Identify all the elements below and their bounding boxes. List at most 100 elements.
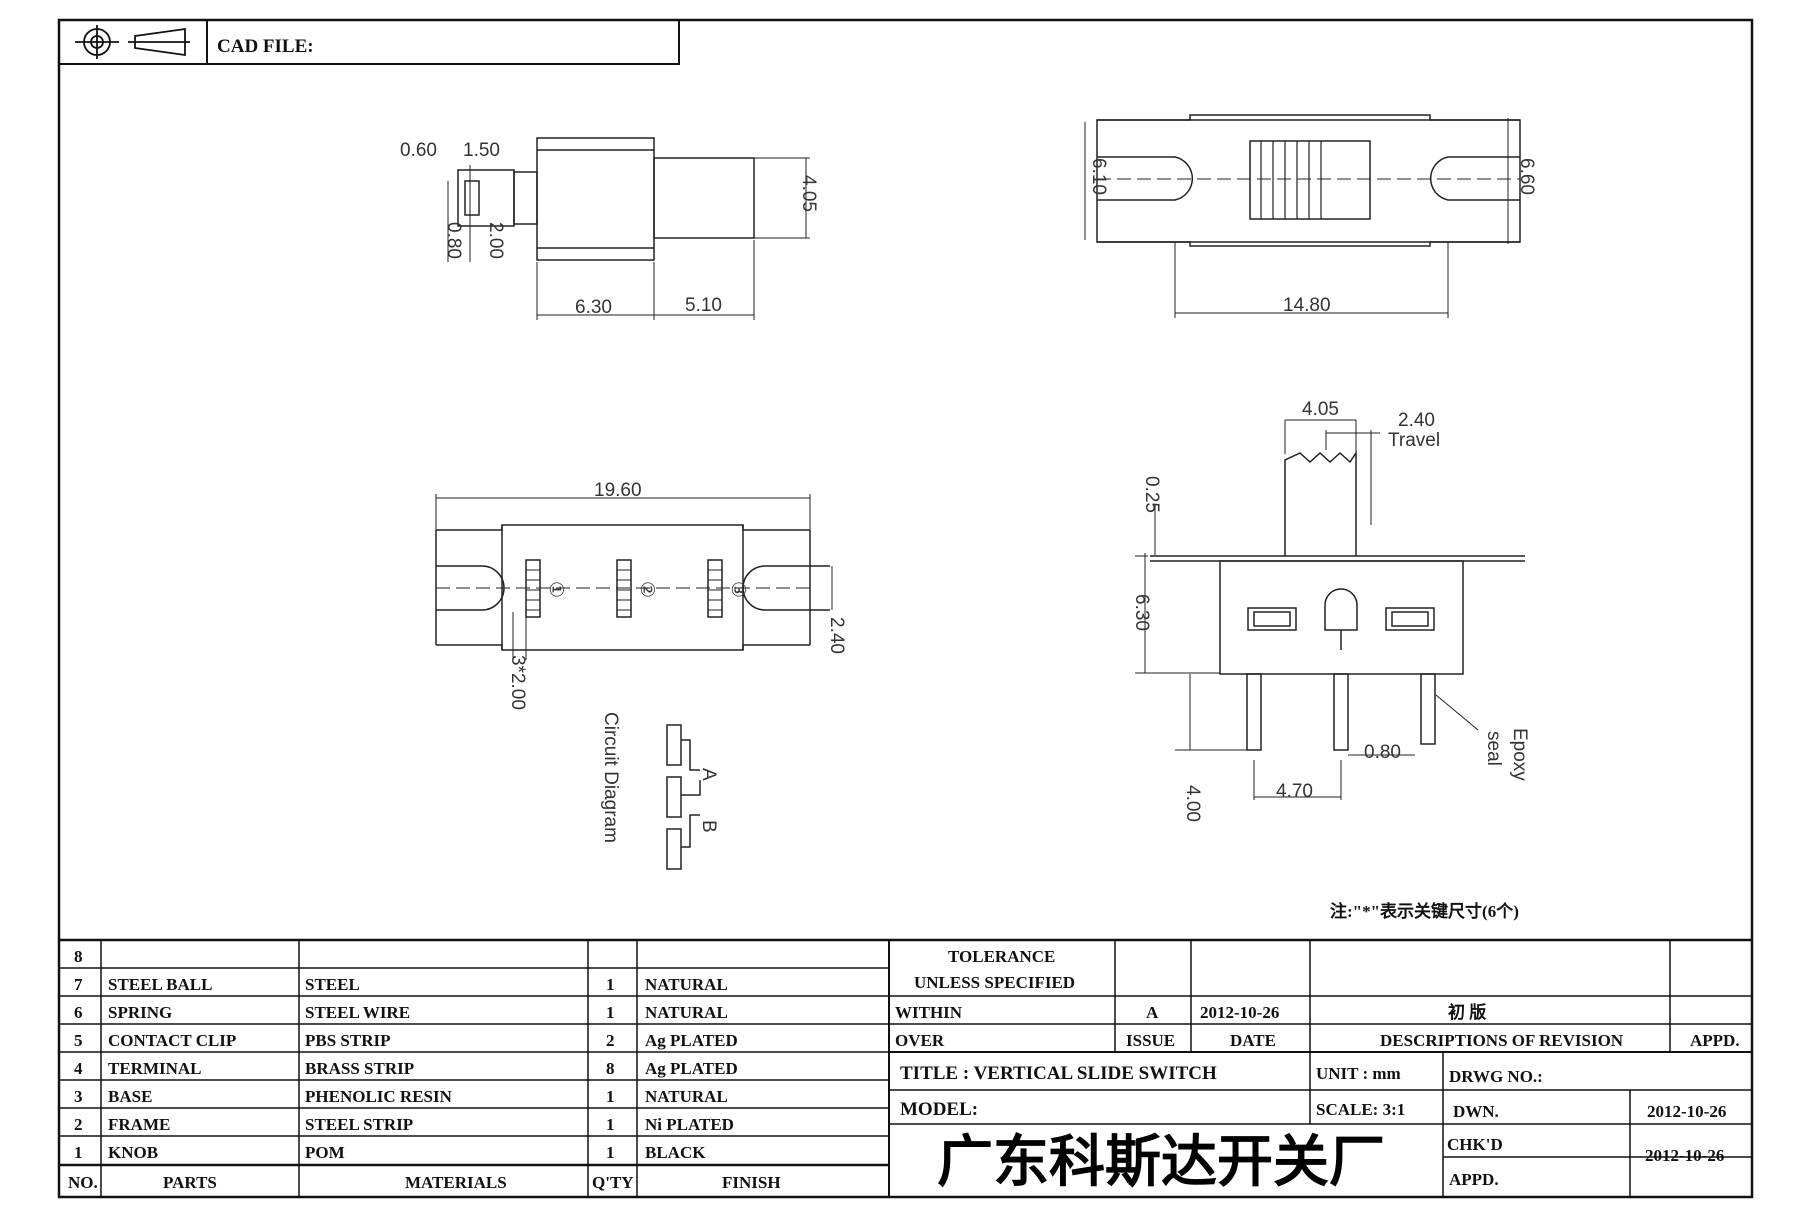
bom-qty: 1 bbox=[606, 1087, 615, 1106]
checked-date: 2012-10-26 bbox=[1645, 1146, 1724, 1165]
side-view bbox=[447, 137, 810, 320]
front-view bbox=[1135, 419, 1525, 800]
bom-no: 4 bbox=[74, 1059, 83, 1078]
dim-5-10: 5.10 bbox=[685, 295, 722, 316]
dim-6-60: 6.60 bbox=[1516, 158, 1537, 195]
bom-header-qty: Q'TY bbox=[592, 1173, 634, 1192]
front-dim-4-05: 4.05 bbox=[1302, 399, 1339, 420]
bom-no: 7 bbox=[74, 975, 83, 994]
pin-2-label: ② bbox=[636, 581, 657, 598]
revision-description-label: DESCRIPTIONS OF REVISION bbox=[1380, 1031, 1624, 1050]
bom-header-row: NO. PARTS MATERIALS Q'TY FINISH bbox=[68, 1173, 781, 1192]
dim-14-80: 14.80 bbox=[1283, 295, 1331, 316]
bom-row: 2 FRAME STEEL STRIP 1 Ni PLATED bbox=[74, 1115, 734, 1134]
front-dim-0-25: 0.25 bbox=[1141, 476, 1162, 513]
bom-material: PBS STRIP bbox=[305, 1031, 391, 1050]
bom-finish: BLACK bbox=[645, 1143, 706, 1162]
bom-finish: NATURAL bbox=[645, 1087, 728, 1106]
dim-1-50: 1.50 bbox=[463, 140, 500, 161]
date-label: DATE bbox=[1230, 1031, 1276, 1050]
front-dim-4-70: 4.70 bbox=[1276, 781, 1313, 802]
cad-file-label: CAD FILE: bbox=[217, 36, 314, 57]
bom-part: STEEL BALL bbox=[108, 975, 212, 994]
travel-label: Travel bbox=[1388, 430, 1440, 451]
projection-symbol-icon bbox=[75, 25, 190, 59]
bom-qty: 8 bbox=[606, 1059, 615, 1078]
bom-table bbox=[59, 938, 1752, 1197]
bom-finish: Ag PLATED bbox=[645, 1059, 738, 1078]
revision-description-value: 初 版 bbox=[1448, 1002, 1486, 1022]
bom-part: KNOB bbox=[108, 1143, 158, 1162]
circuit-label-a: A bbox=[698, 768, 719, 781]
title-block-grid bbox=[889, 940, 1752, 1197]
approved-by-label: APPD. bbox=[1449, 1170, 1499, 1189]
front-dim-4-00: 4.00 bbox=[1182, 785, 1203, 822]
bom-material: STEEL STRIP bbox=[305, 1115, 413, 1134]
checked-by-label: CHK'D bbox=[1447, 1135, 1503, 1154]
bom-no: 8 bbox=[74, 947, 83, 966]
bom-qty: 1 bbox=[606, 975, 615, 994]
bom-rows: 8 7 STEEL BALL STEEL 1 NATURAL 6 SPRING … bbox=[68, 947, 781, 1192]
bom-row: 4 TERMINAL BRASS STRIP 8 Ag PLATED bbox=[74, 1059, 738, 1078]
bom-material: BRASS STRIP bbox=[305, 1059, 414, 1078]
seal-label: seal bbox=[1483, 731, 1504, 766]
bom-no: 6 bbox=[74, 1003, 83, 1022]
circuit-label-b: B bbox=[698, 820, 719, 833]
dim-19-60: 19.60 bbox=[594, 480, 642, 501]
bom-header-materials: MATERIALS bbox=[405, 1173, 507, 1192]
circuit-diagram-title: Circuit Diagram bbox=[600, 712, 621, 843]
bom-no: 1 bbox=[74, 1143, 83, 1162]
bom-part: CONTACT CLIP bbox=[108, 1031, 236, 1050]
bottom-view bbox=[435, 494, 833, 660]
bom-row: 6 SPRING STEEL WIRE 1 NATURAL bbox=[74, 1003, 728, 1022]
bom-row: 1 KNOB POM 1 BLACK bbox=[74, 1143, 706, 1162]
bom-header-finish: FINISH bbox=[722, 1173, 781, 1192]
over-label: OVER bbox=[895, 1031, 945, 1050]
sheet-border bbox=[57, 18, 1754, 1199]
cad-file-header: CAD FILE: bbox=[58, 19, 680, 65]
bom-material: STEEL WIRE bbox=[305, 1003, 410, 1022]
bom-qty: 2 bbox=[606, 1031, 615, 1050]
bom-header-no: NO. bbox=[68, 1173, 98, 1192]
bom-row: 8 bbox=[74, 947, 83, 966]
pin-1-label: ① bbox=[545, 581, 566, 598]
revision-date-value: 2012-10-26 bbox=[1200, 1003, 1279, 1022]
top-view bbox=[1084, 114, 1521, 318]
model-label: MODEL: bbox=[900, 1099, 978, 1120]
within-label: WITHIN bbox=[895, 1003, 963, 1022]
front-dim-2-40: 2.40 bbox=[1398, 410, 1435, 431]
bom-no: 2 bbox=[74, 1115, 83, 1134]
issue-label: ISSUE bbox=[1126, 1031, 1175, 1050]
bom-qty: 1 bbox=[606, 1143, 615, 1162]
drawn-by-label: DWN. bbox=[1453, 1102, 1499, 1121]
bom-qty: 1 bbox=[606, 1115, 615, 1134]
front-dim-6-30: 6.30 bbox=[1131, 594, 1152, 631]
revision-appd-label: APPD. bbox=[1690, 1031, 1740, 1050]
drawing-title: TITLE : VERTICAL SLIDE SWITCH bbox=[900, 1063, 1217, 1084]
bom-qty: 1 bbox=[606, 1003, 615, 1022]
scale-label: SCALE: 3:1 bbox=[1316, 1100, 1405, 1119]
company-name: 广东科斯达开关厂 bbox=[937, 1130, 1385, 1195]
bom-no: 5 bbox=[74, 1031, 83, 1050]
issue-value: A bbox=[1146, 1003, 1159, 1022]
dim-6-10: 6.10 bbox=[1088, 158, 1109, 195]
bom-part: FRAME bbox=[108, 1115, 170, 1134]
epoxy-label: Epoxy bbox=[1509, 728, 1530, 781]
bom-part: TERMINAL bbox=[108, 1059, 202, 1078]
unless-specified-label: UNLESS SPECIFIED bbox=[914, 973, 1075, 992]
bom-finish: NATURAL bbox=[645, 975, 728, 994]
bom-finish: Ni PLATED bbox=[645, 1115, 734, 1134]
bom-no: 3 bbox=[74, 1087, 83, 1106]
bom-row: 5 CONTACT CLIP PBS STRIP 2 Ag PLATED bbox=[74, 1031, 738, 1050]
bom-finish: Ag PLATED bbox=[645, 1031, 738, 1050]
dim-2-40: 2.40 bbox=[826, 617, 847, 654]
unit-label: UNIT : mm bbox=[1316, 1064, 1401, 1083]
bom-material: POM bbox=[305, 1143, 345, 1162]
front-dim-0-80: 0.80 bbox=[1364, 742, 1401, 763]
dim-6-30: 6.30 bbox=[575, 297, 612, 318]
dim-2-00: 2.00 bbox=[485, 222, 506, 259]
circuit-diagram bbox=[666, 724, 701, 870]
pin-3-label: ③ bbox=[727, 581, 748, 598]
key-dimension-note: 注:"*"表示关键尺寸(6个) bbox=[1330, 901, 1519, 921]
